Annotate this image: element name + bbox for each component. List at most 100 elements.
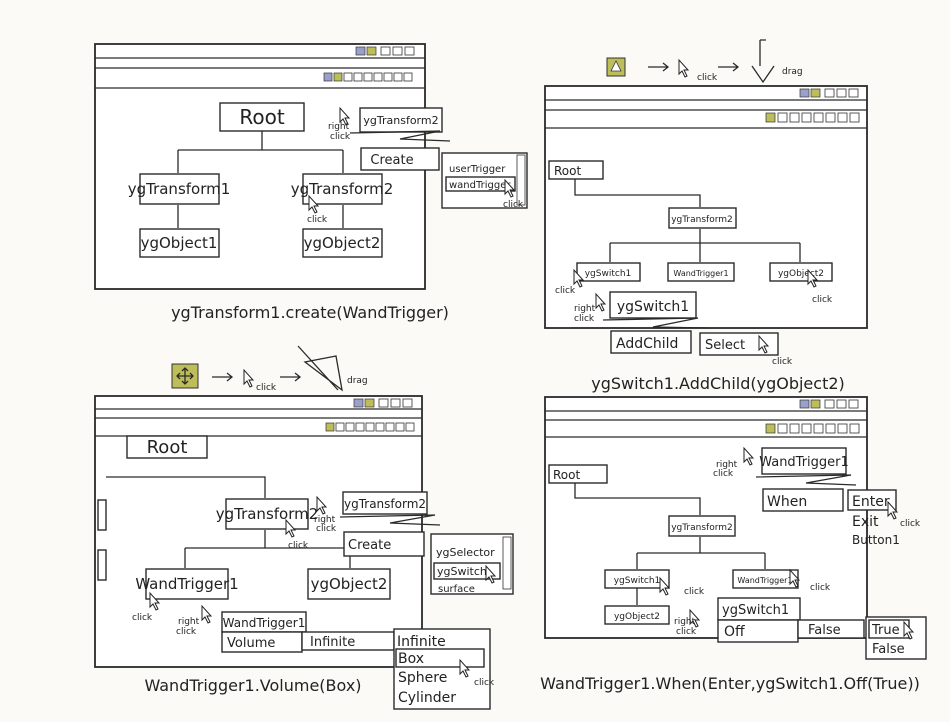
maximize-icon[interactable]: [390, 398, 401, 408]
window-menu-icon[interactable]: [355, 46, 366, 56]
minimize-icon[interactable]: [378, 398, 389, 408]
option-item[interactable]: Cylinder: [398, 690, 456, 706]
tree-node[interactable]: [139, 228, 220, 258]
window-controls[interactable]: [353, 398, 413, 408]
toolbar-icon[interactable]: [393, 72, 403, 82]
window-menu-icon[interactable]: [799, 88, 810, 98]
menu-item-create[interactable]: [360, 147, 440, 171]
window-controls[interactable]: [799, 399, 859, 409]
toolbar-icon[interactable]: [825, 423, 836, 434]
option-item[interactable]: Box: [398, 651, 424, 667]
collapsed-pane[interactable]: [97, 549, 107, 581]
option-item[interactable]: True: [871, 623, 900, 638]
window-controls[interactable]: [799, 88, 859, 98]
toolbar-icon[interactable]: [777, 423, 788, 434]
toolbar-icon[interactable]: [375, 422, 385, 432]
menu-item-value[interactable]: [797, 619, 865, 639]
maximize-icon[interactable]: [392, 46, 403, 56]
submenu-item-highlight[interactable]: [445, 176, 516, 192]
toolbar-icon[interactable]: [343, 72, 353, 82]
tree-node[interactable]: [126, 435, 208, 459]
submenu-item[interactable]: ygSwitch: [437, 565, 487, 578]
toolbar-icon[interactable]: [335, 422, 345, 432]
window-menu-icon[interactable]: [353, 398, 364, 408]
submenu-item[interactable]: wandTrigger: [449, 180, 511, 191]
minimize-icon[interactable]: [380, 46, 391, 56]
toolbar-icon[interactable]: [813, 423, 824, 434]
scrollbar[interactable]: [516, 154, 526, 206]
minimize-icon[interactable]: [824, 88, 835, 98]
option-item[interactable]: Infinite: [397, 634, 446, 650]
toolbar-icon[interactable]: [373, 72, 383, 82]
toolbar-icon[interactable]: [789, 112, 800, 123]
tree-node[interactable]: [145, 568, 229, 600]
tree-node[interactable]: [139, 173, 220, 205]
toolbar-icon[interactable]: [353, 72, 363, 82]
close-icon[interactable]: [848, 399, 859, 409]
maximize-icon[interactable]: [836, 88, 847, 98]
menu-item-addchild[interactable]: [610, 330, 692, 354]
event-item[interactable]: Exit: [852, 514, 879, 530]
close-icon[interactable]: [404, 46, 415, 56]
toolbar-icon[interactable]: [323, 72, 333, 82]
submenu-item[interactable]: userTrigger: [449, 164, 506, 175]
tree-node[interactable]: [604, 569, 670, 589]
event-item[interactable]: Enter: [852, 494, 890, 510]
toolbar-icon[interactable]: [385, 422, 395, 432]
toolbar-icon[interactable]: [849, 112, 860, 123]
submenu-item-highlight[interactable]: [433, 562, 501, 580]
toolbar-icon[interactable]: [825, 112, 836, 123]
toolbar-icon[interactable]: [405, 422, 415, 432]
tree-node[interactable]: [604, 605, 670, 625]
pin-icon[interactable]: [366, 46, 377, 56]
toolbar-icon[interactable]: [355, 422, 365, 432]
pin-icon[interactable]: [810, 399, 821, 409]
collapsed-pane[interactable]: [97, 499, 107, 531]
maximize-icon[interactable]: [836, 399, 847, 409]
menu-item-when[interactable]: [762, 488, 844, 512]
tree-node[interactable]: [307, 568, 391, 600]
toolbar-icon[interactable]: [813, 112, 824, 123]
tree-node[interactable]: [769, 262, 833, 282]
toolbar-icon[interactable]: [789, 423, 800, 434]
toolbar-icon[interactable]: [365, 422, 375, 432]
tree-node[interactable]: [576, 262, 641, 282]
toolbar-icon[interactable]: [345, 422, 355, 432]
close-icon[interactable]: [402, 398, 413, 408]
pin-icon[interactable]: [810, 88, 821, 98]
window-controls[interactable]: [355, 46, 415, 56]
submenu-item[interactable]: surface: [438, 584, 475, 595]
tree-node[interactable]: [302, 173, 383, 205]
toolbar-icon[interactable]: [837, 423, 848, 434]
tree-node[interactable]: [668, 207, 737, 229]
toolbar-icon[interactable]: [395, 422, 405, 432]
toolbar-icon[interactable]: [333, 72, 343, 82]
tree-node[interactable]: [548, 464, 608, 484]
toolbar-icon[interactable]: [403, 72, 413, 82]
toolbar-icon[interactable]: [801, 112, 812, 123]
option-item[interactable]: Sphere: [398, 670, 447, 686]
menu-item-create[interactable]: [343, 531, 425, 557]
tree-node[interactable]: [667, 262, 735, 282]
toolbar-icon[interactable]: [837, 112, 848, 123]
tree-node[interactable]: [668, 515, 736, 537]
toolbar-icon[interactable]: [777, 112, 788, 123]
close-icon[interactable]: [848, 88, 859, 98]
toolbar-icon[interactable]: [849, 423, 860, 434]
tree-node[interactable]: [225, 498, 309, 530]
submenu-item[interactable]: ygSelector: [436, 546, 495, 559]
toolbar-icon[interactable]: [325, 422, 335, 432]
toolbar-icon[interactable]: [765, 112, 776, 123]
scrollbar[interactable]: [502, 536, 512, 590]
event-item-highlight[interactable]: [847, 489, 897, 511]
window-menu-icon[interactable]: [799, 399, 810, 409]
toolbar-icon[interactable]: [383, 72, 393, 82]
option-item[interactable]: False: [872, 642, 905, 657]
tree-node[interactable]: [302, 228, 383, 258]
tree-node[interactable]: [548, 160, 604, 180]
event-item[interactable]: Button1: [852, 533, 900, 547]
tree-node[interactable]: [219, 102, 305, 132]
toolbar-icon[interactable]: [765, 423, 776, 434]
toolbar-icon[interactable]: [801, 423, 812, 434]
toolbar-icon[interactable]: [363, 72, 373, 82]
